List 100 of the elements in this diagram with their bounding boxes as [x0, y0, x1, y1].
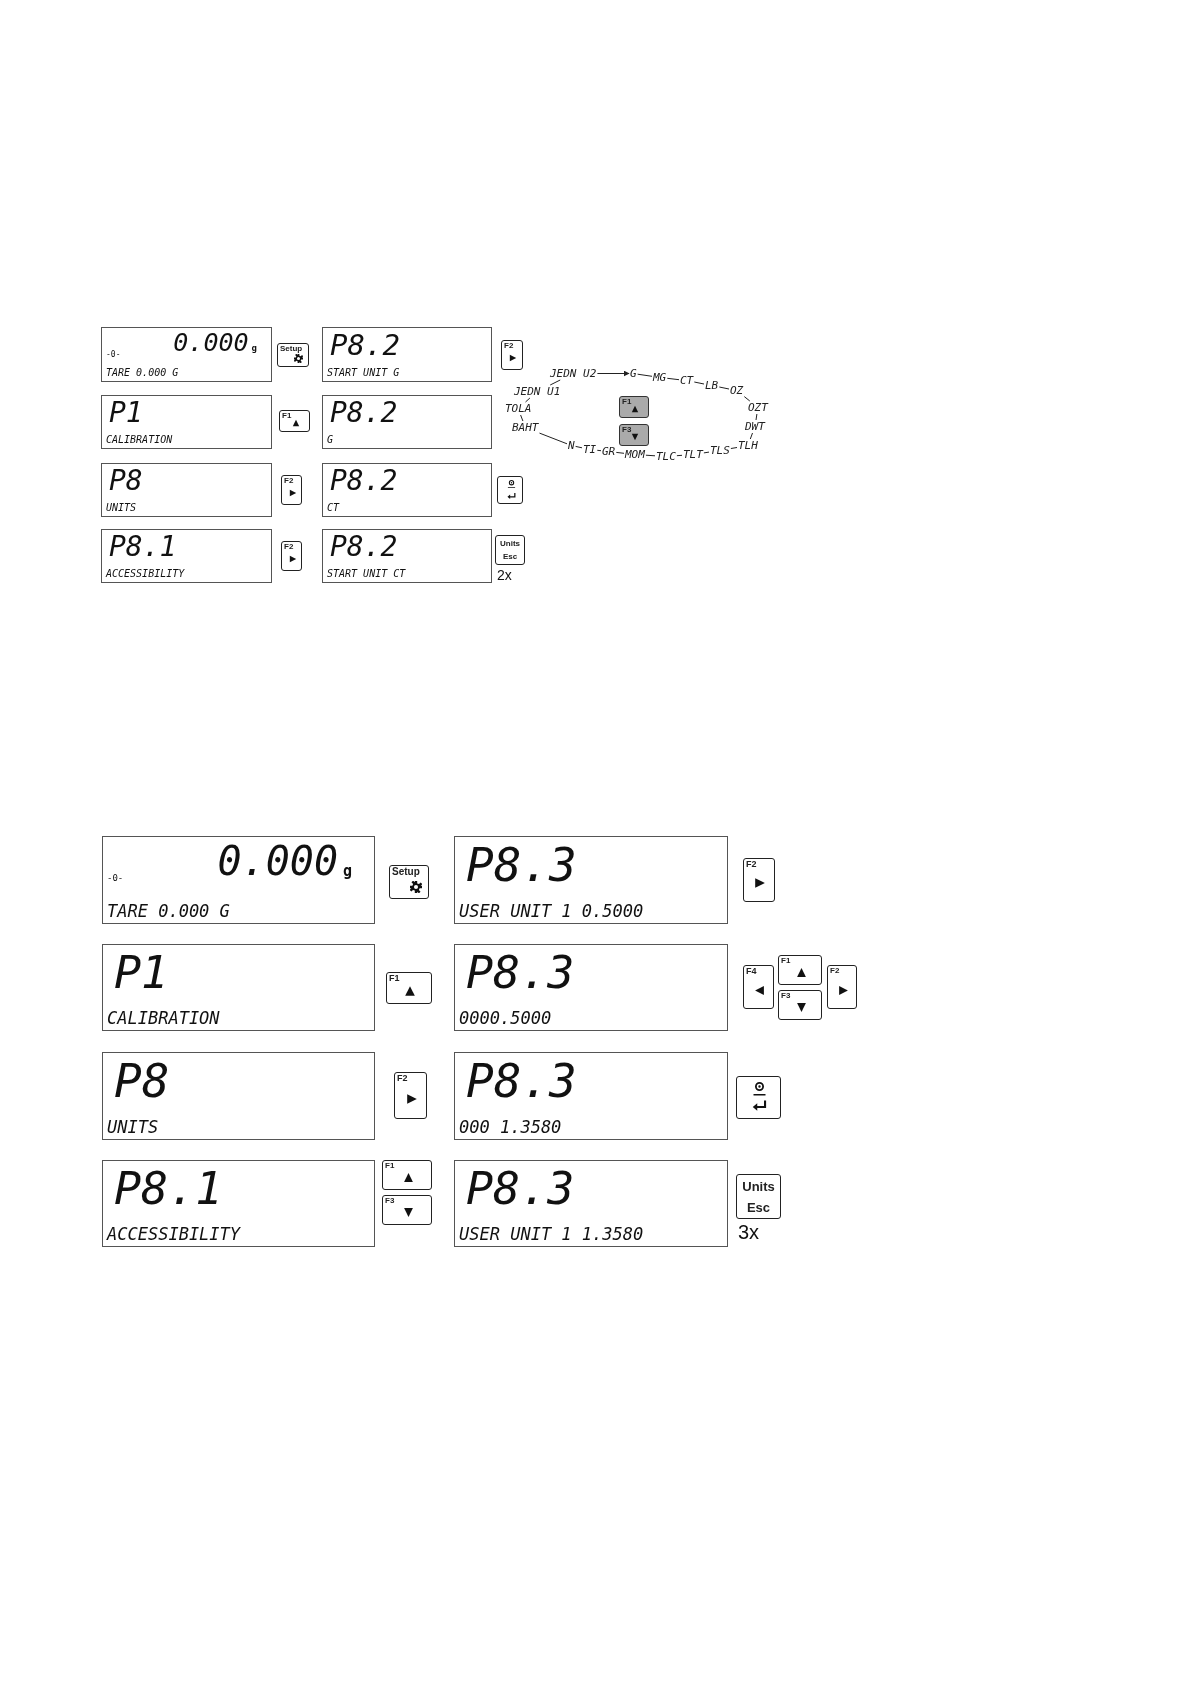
unit-option: TLC: [656, 451, 676, 462]
unit-option: OZT: [748, 402, 768, 413]
lcd-display: [322, 463, 492, 517]
unit-option: TLH: [738, 440, 758, 451]
connector-line: [549, 379, 561, 386]
connector-line: [637, 373, 653, 377]
display-text: CALIBRATION: [107, 1010, 220, 1027]
lcd-display: [454, 944, 728, 1031]
connector-line: [730, 447, 738, 449]
connector-line: [525, 397, 531, 403]
unit-symbol: g: [342, 864, 352, 879]
display-text: USER UNIT 1 1.3580: [459, 1226, 644, 1243]
weight-reading: 0.000: [217, 841, 338, 881]
display-text: TARE 0.000 G: [106, 368, 179, 378]
lcd-display: [102, 1160, 375, 1247]
connector-line: [718, 386, 730, 390]
unit-option: G: [630, 368, 637, 379]
unit-option: TOLA: [505, 403, 532, 414]
parameter-code: P8.3: [466, 1166, 575, 1211]
parameter-code: P8.2: [330, 467, 398, 495]
lcd-display: [101, 327, 272, 382]
unit-option: TLS: [710, 445, 730, 456]
lcd-display: [101, 529, 272, 583]
parameter-code: P8.3: [466, 842, 577, 888]
display-text: G: [327, 435, 334, 445]
units-esc-key: Units Esc: [736, 1174, 781, 1219]
unit-option: OZ: [730, 385, 744, 396]
function-key: F2: [501, 340, 523, 370]
unit-option: N: [568, 440, 575, 451]
display-text: 000 1.3580: [459, 1119, 562, 1136]
parameter-code: P1: [109, 399, 143, 427]
connector-line: [666, 377, 680, 381]
connector-line: [749, 432, 753, 440]
display-text: CALIBRATION: [106, 435, 173, 445]
unit-option: JEDN U1: [514, 386, 561, 397]
function-key: F3: [778, 990, 822, 1020]
unit-option: TLT: [683, 449, 703, 460]
display-text: ACCESSIBILITY: [106, 569, 185, 579]
unit-option: CT: [680, 375, 694, 386]
connector-line: [743, 396, 751, 402]
unit-option: GR: [602, 446, 616, 457]
function-key: F1: [279, 410, 310, 432]
parameter-code: P8.1: [109, 533, 177, 561]
function-key: F2: [281, 541, 302, 571]
lcd-display: [102, 836, 375, 924]
unit-option: BAHT: [512, 422, 539, 433]
connector-line: [539, 432, 568, 445]
parameter-code: P1: [114, 950, 169, 995]
parameter-code: P8.3: [466, 1058, 577, 1104]
lcd-display: [454, 1160, 728, 1247]
display-text: TARE 0.000 G: [107, 903, 230, 920]
function-key: F2: [743, 858, 775, 902]
lcd-display: [322, 327, 492, 382]
units-esc-key: Units Esc: [495, 535, 525, 565]
lcd-display: [102, 1052, 375, 1140]
arrow: [596, 370, 630, 377]
lcd-display: [322, 529, 492, 583]
display-text: USER UNIT 1 0.5000: [459, 903, 644, 920]
parameter-code: P8: [109, 467, 143, 495]
parameter-code: P8.2: [330, 399, 398, 427]
display-text: UNITS: [106, 503, 137, 513]
connector-line: [703, 451, 710, 454]
unit-option: MG: [653, 372, 667, 383]
parameter-code: P8: [114, 1058, 170, 1104]
function-key: F2: [394, 1072, 427, 1119]
enter-key: [736, 1076, 781, 1119]
function-key: F2: [827, 965, 857, 1009]
lcd-display: [454, 836, 728, 924]
zero-indicator: -0-: [107, 874, 124, 883]
function-key: F1: [778, 955, 822, 985]
lcd-display: [101, 395, 272, 449]
function-key: F1: [382, 1160, 432, 1190]
connector-line: [596, 449, 602, 452]
unit-option: DWT: [745, 421, 765, 432]
function-key: F2: [281, 475, 302, 505]
unit-option: LB: [705, 380, 719, 391]
unit-option: TI: [583, 444, 597, 455]
function-key: F3: [619, 424, 649, 446]
unit-symbol: g: [251, 344, 257, 353]
parameter-code: P8.2: [330, 533, 398, 561]
parameter-code: P8.1: [114, 1166, 223, 1211]
repeat-count: 2x: [497, 568, 512, 582]
zero-indicator: -0-: [106, 351, 121, 359]
setup-key: Setup: [277, 343, 309, 367]
parameter-code: P8.3: [466, 950, 575, 995]
connector-line: [676, 454, 683, 457]
connector-line: [575, 445, 583, 449]
display-text: ACCESSIBILITY: [107, 1226, 241, 1243]
display-text: START UNIT G: [327, 368, 400, 378]
display-text: UNITS: [107, 1119, 159, 1136]
unit-option: MOM: [625, 449, 645, 460]
setup-key: Setup: [389, 865, 429, 899]
weight-reading: 0.000: [173, 330, 249, 355]
connector-line: [645, 454, 656, 457]
display-text: CT: [327, 503, 340, 513]
function-key: F1: [386, 972, 432, 1004]
connector-line: [520, 414, 524, 422]
lcd-display: [454, 1052, 728, 1140]
function-key: F1: [619, 396, 649, 418]
connector-line: [755, 413, 758, 421]
